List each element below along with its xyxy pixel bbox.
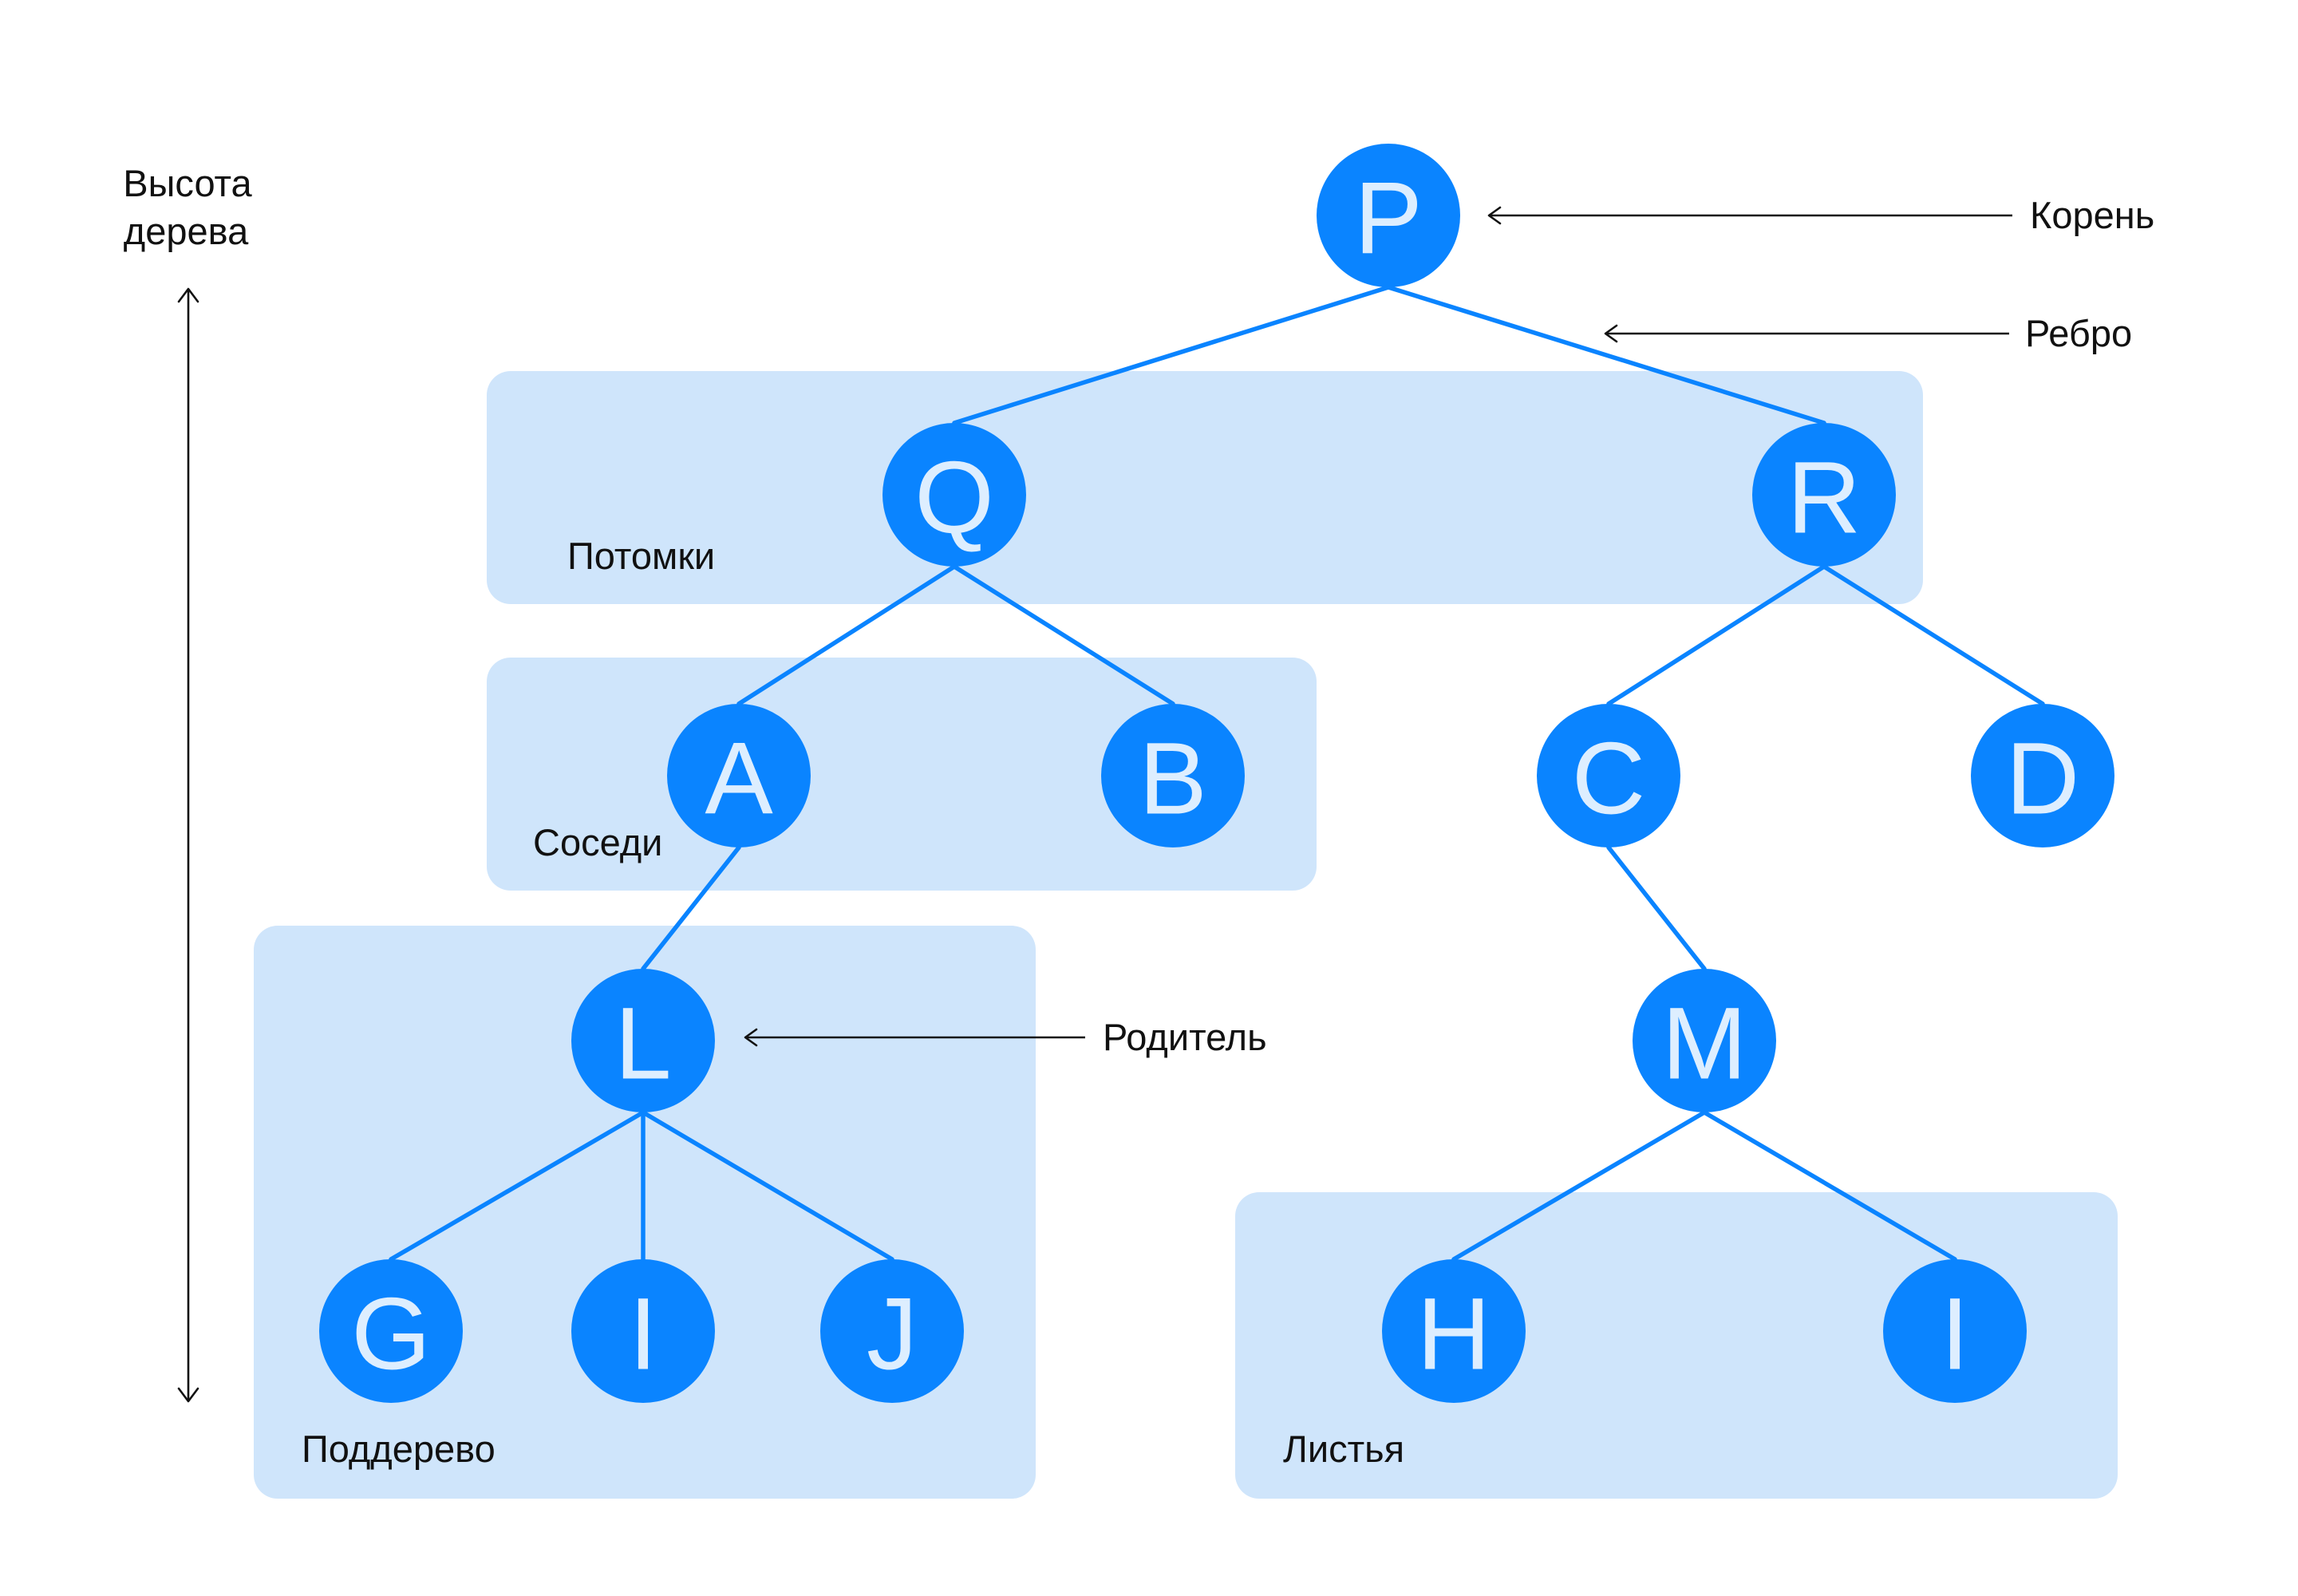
node-b: B — [1101, 704, 1245, 847]
node-circle-r — [1752, 423, 1896, 567]
node-h: H — [1382, 1259, 1526, 1403]
node-circle-i1 — [571, 1259, 715, 1403]
node-label-j: J — [867, 1278, 918, 1392]
node-circle-c — [1537, 704, 1680, 847]
region-label-descendants: Потомки — [567, 535, 715, 577]
node-label-h: H — [1417, 1278, 1491, 1392]
node-q: Q — [882, 423, 1026, 567]
edge-m-h — [1451, 1110, 1707, 1262]
node-label-i1: I — [629, 1278, 657, 1392]
region-siblings — [487, 658, 1317, 891]
edge-r-c — [1606, 564, 1826, 706]
node-label-d: D — [2006, 722, 2079, 836]
node-label-p: P — [1354, 162, 1422, 276]
node-g: G — [319, 1259, 463, 1403]
edge-a-l — [641, 845, 741, 971]
edge-p-r — [1386, 285, 1826, 425]
root-arrow-head — [1487, 206, 1502, 225]
edge-l-j — [641, 1110, 894, 1262]
node-m: M — [1633, 969, 1776, 1112]
region-label-leaves: Листья — [1283, 1428, 1404, 1470]
parent-label: Родитель — [1103, 1016, 1267, 1058]
node-p: P — [1317, 144, 1460, 287]
node-i1: I — [571, 1259, 715, 1403]
root-annotation: Корень — [1487, 194, 2154, 236]
edge-m-i2 — [1702, 1110, 1957, 1262]
region-descendants — [487, 371, 1923, 604]
node-i2: I — [1883, 1259, 2027, 1403]
node-label-r: R — [1787, 441, 1861, 555]
node-circle-q — [882, 423, 1026, 567]
nodes-layer: P Q R A B C D L M G I J H I — [319, 144, 2114, 1403]
height-arrow-top-head — [177, 287, 199, 303]
node-label-c: C — [1572, 722, 1645, 836]
node-label-l: L — [614, 987, 671, 1101]
parent-annotation: Родитель — [744, 1016, 1267, 1058]
edge-r-d — [1822, 564, 2045, 706]
node-c: C — [1537, 704, 1680, 847]
edge-q-b — [952, 564, 1175, 706]
edge-annotation: Ребро — [1604, 312, 2132, 354]
region-label-subtree: Поддерево — [302, 1428, 496, 1470]
edge-l-g — [389, 1110, 646, 1262]
node-circle-m — [1633, 969, 1776, 1112]
edges-layer — [389, 285, 2045, 1262]
node-label-m: M — [1662, 987, 1747, 1101]
parent-arrow-head — [744, 1028, 758, 1047]
edge-c-m — [1606, 845, 1707, 971]
node-label-b: B — [1139, 722, 1206, 836]
node-d: D — [1971, 704, 2114, 847]
height-label-line1: Высота — [123, 162, 252, 204]
node-label-i2: I — [1941, 1278, 1969, 1392]
node-r: R — [1752, 423, 1896, 567]
node-label-q: Q — [914, 441, 994, 555]
tree-height-annotation: Высота дерева — [123, 162, 253, 1403]
edge-p-q — [952, 285, 1391, 425]
node-circle-p — [1317, 144, 1460, 287]
node-circle-i2 — [1883, 1259, 2027, 1403]
node-l: L — [571, 969, 715, 1112]
node-circle-b — [1101, 704, 1245, 847]
node-circle-a — [667, 704, 811, 847]
root-label: Корень — [2030, 194, 2154, 236]
node-circle-j — [820, 1259, 964, 1403]
height-label-line2: дерева — [124, 210, 249, 252]
node-a: A — [667, 704, 811, 847]
height-arrow-bottom-head — [177, 1387, 199, 1403]
node-j: J — [820, 1259, 964, 1403]
node-circle-l — [571, 969, 715, 1112]
node-label-a: A — [705, 722, 773, 836]
region-label-siblings: Соседи — [533, 821, 662, 863]
edge-arrow-head — [1604, 324, 1618, 343]
node-circle-g — [319, 1259, 463, 1403]
node-circle-d — [1971, 704, 2114, 847]
node-circle-h — [1382, 1259, 1526, 1403]
region-labels: Потомки Соседи Поддерево Листья — [302, 535, 1404, 1470]
node-label-g: G — [351, 1278, 431, 1392]
edge-label: Ребро — [2025, 312, 2132, 354]
edge-q-a — [736, 564, 957, 706]
